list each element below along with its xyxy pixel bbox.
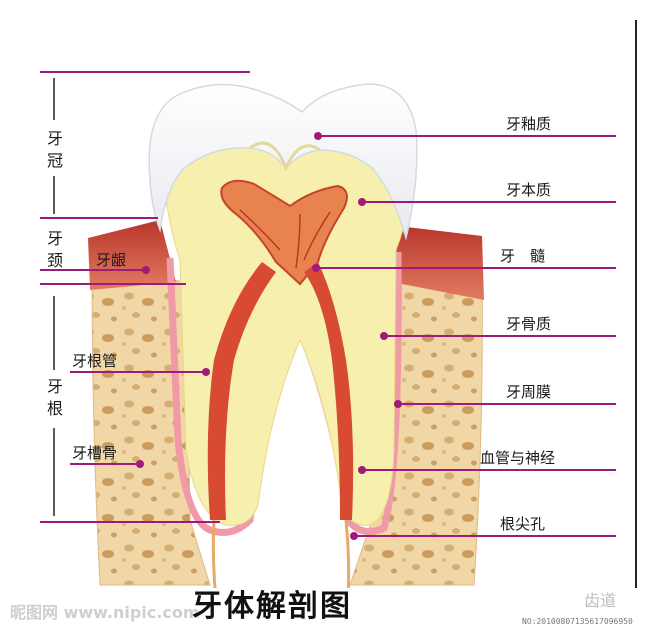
label-vessels: 血管与神经 — [480, 449, 555, 467]
region-crown-label: 牙冠 — [47, 129, 63, 170]
watermark-left: 昵图网 www.nipic.com — [10, 603, 200, 622]
label-gum: 牙龈 — [96, 251, 126, 269]
label-enamel: 牙釉质 — [506, 115, 551, 133]
watermark-code: NO:20100807135617096950 — [522, 617, 633, 626]
label-apex: 根尖孔 — [500, 515, 545, 533]
region-neck-label: 牙颈 — [47, 229, 63, 270]
diagram-title: 牙体解剖图 — [192, 589, 352, 624]
label-periodontium: 牙周膜 — [506, 383, 551, 401]
label-pulp: 牙 髓 — [500, 247, 545, 265]
label-alveolar: 牙槽骨 — [72, 444, 117, 462]
right-labels: 牙釉质 牙本质 牙 髓 牙骨质 牙周膜 血管与神经 根尖孔 — [312, 115, 616, 540]
bottom-strip — [0, 588, 652, 632]
pulp — [207, 179, 354, 601]
label-canal: 牙根管 — [72, 352, 117, 370]
label-dentin: 牙本质 — [506, 181, 551, 199]
label-cementum: 牙骨质 — [506, 315, 551, 333]
watermark-brand: 齿道 — [584, 591, 616, 610]
region-brackets — [40, 71, 250, 523]
region-root-label: 牙根 — [47, 377, 63, 418]
left-labels: 牙龈 牙根管 牙槽骨 — [40, 251, 210, 468]
gum — [88, 220, 484, 300]
